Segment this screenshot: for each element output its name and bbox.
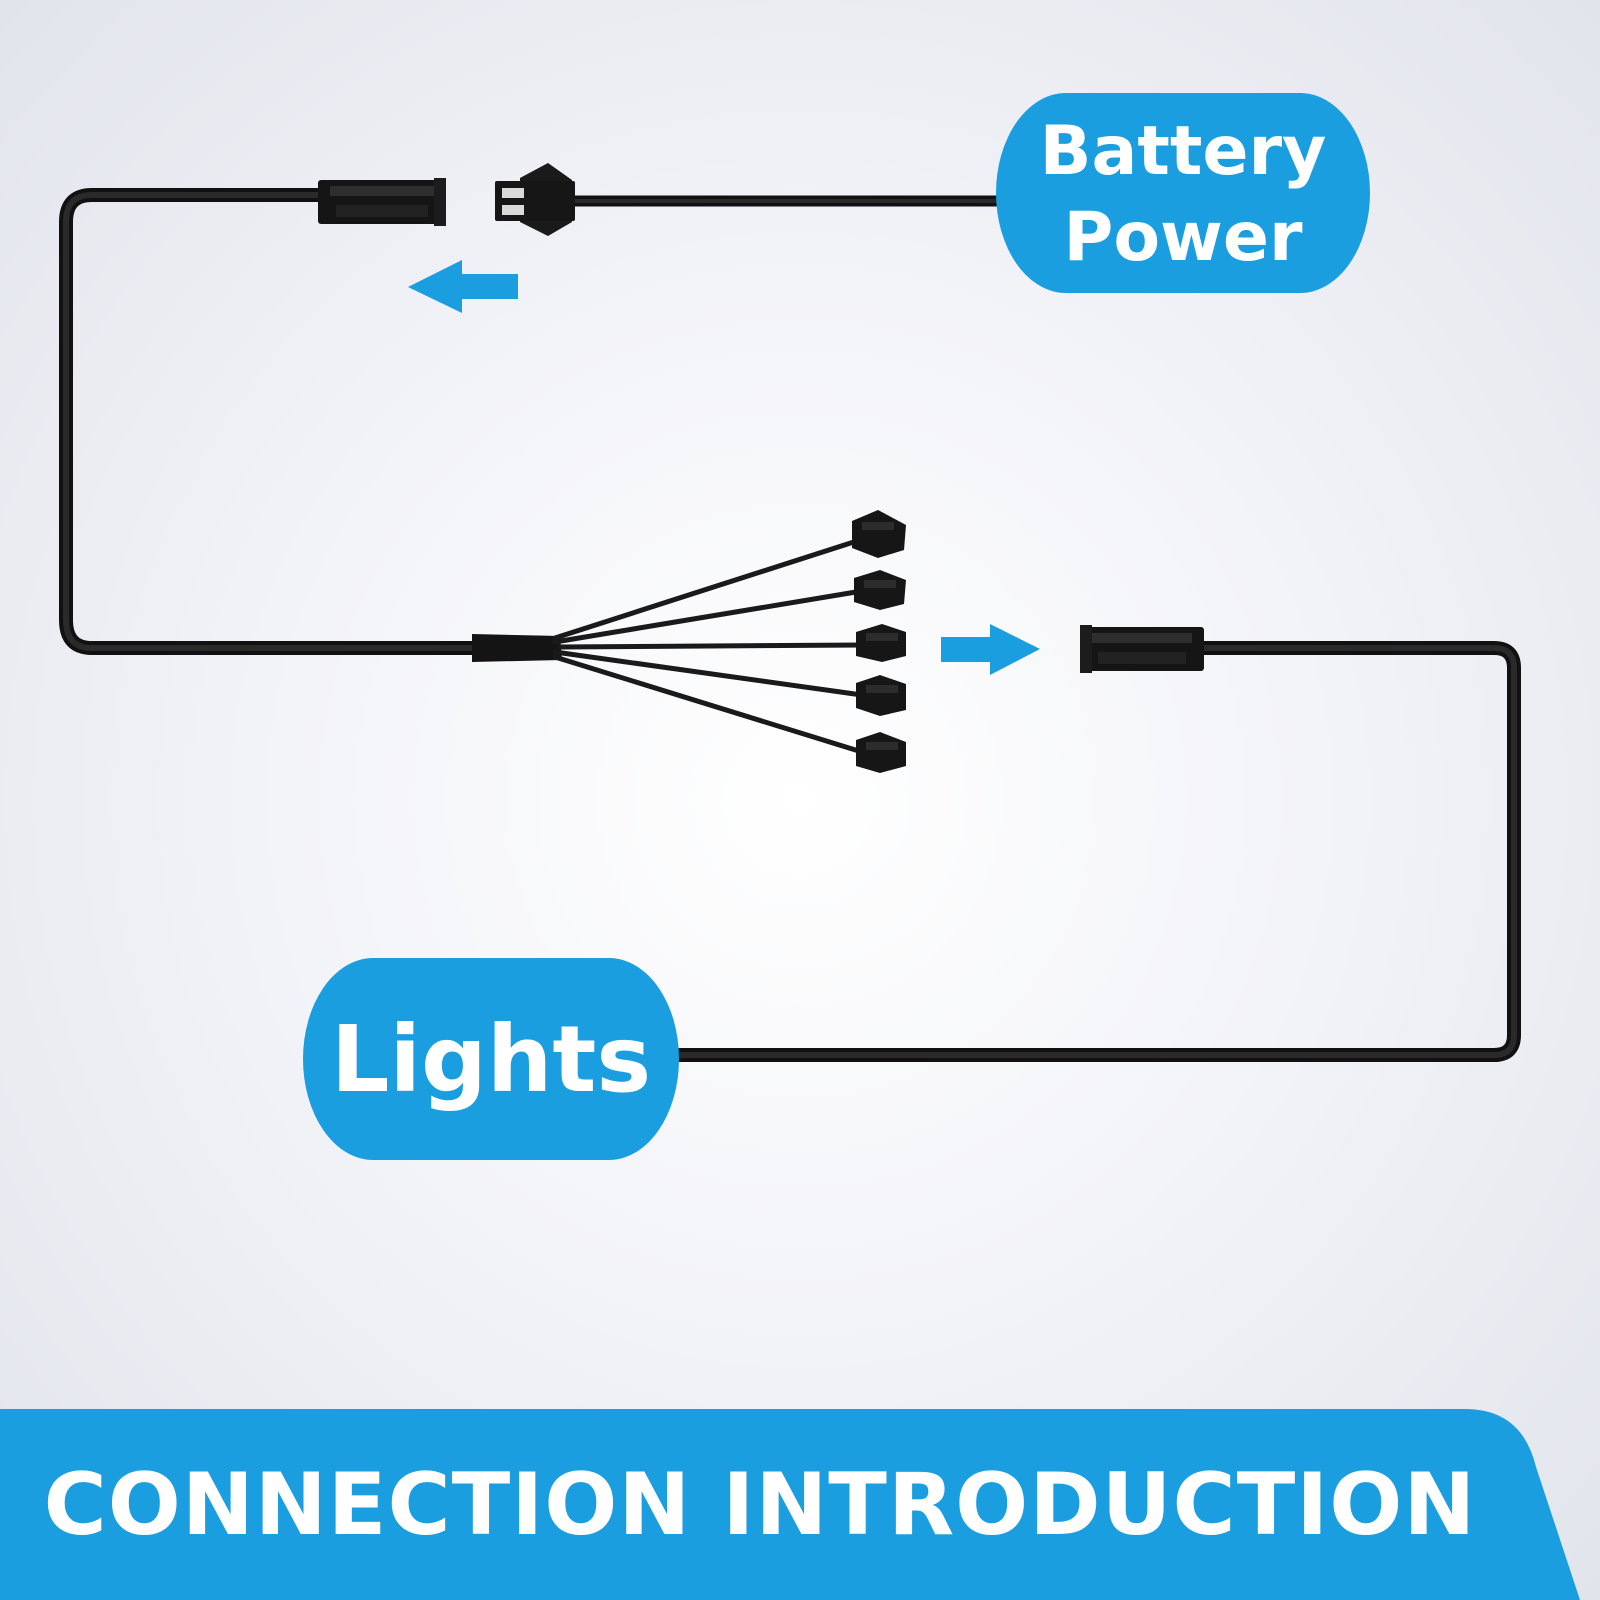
banner-shape xyxy=(0,1409,1580,1600)
output-connectors xyxy=(852,510,906,773)
splitter-wires xyxy=(552,537,865,755)
output-connector-5 xyxy=(856,732,906,773)
connector-male-icon xyxy=(495,163,575,236)
lights-label: Lights xyxy=(303,958,679,1160)
output-connector-3 xyxy=(856,624,906,662)
main-cable-left xyxy=(59,188,482,655)
bottom-banner: CONNECTION INTRODUCTION xyxy=(0,1409,1600,1600)
arrow-right-icon xyxy=(941,624,1040,675)
output-connector-2 xyxy=(854,570,906,610)
output-connector-4 xyxy=(856,675,906,716)
arrow-left-icon xyxy=(408,260,518,313)
output-connector-1 xyxy=(852,510,906,558)
banner-title: CONNECTION INTRODUCTION xyxy=(43,1454,1477,1555)
lights-text: Lights xyxy=(330,1005,652,1113)
connector-female-icon xyxy=(318,178,446,226)
splitter xyxy=(472,634,562,662)
battery-power-label: Battery Power xyxy=(996,93,1370,293)
connector-lights-icon xyxy=(1080,625,1204,673)
battery-power-text: Battery Power xyxy=(1039,112,1327,277)
lights-cable xyxy=(669,641,1521,1062)
